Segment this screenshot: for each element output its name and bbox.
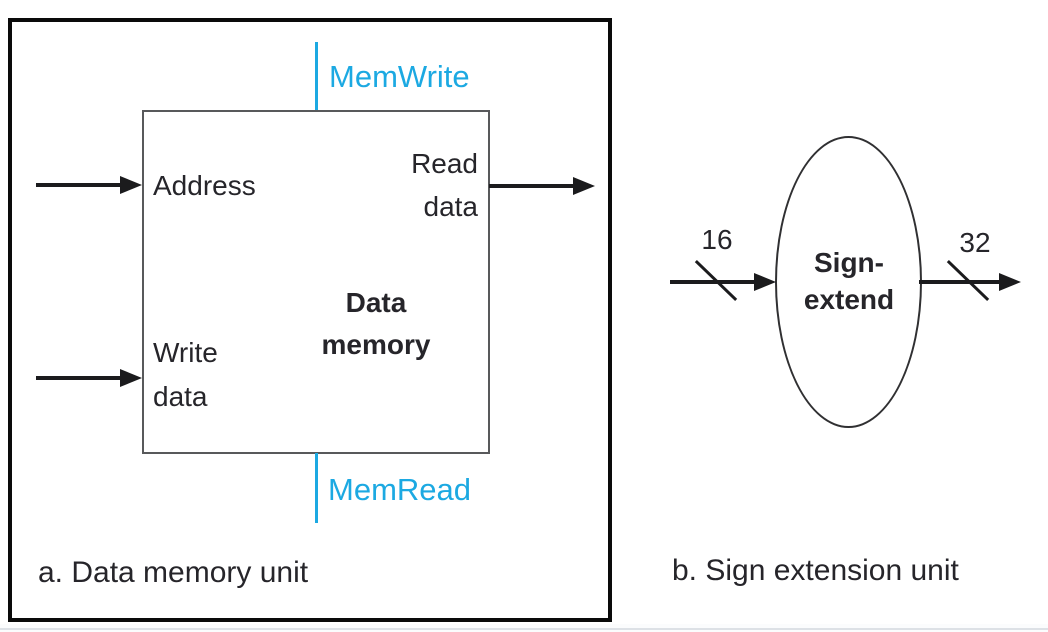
panel-b-caption: b. Sign extension unit <box>672 554 959 587</box>
sign-extend-ellipse <box>775 136 922 428</box>
arrow-shaft <box>919 280 1007 284</box>
panel-a-caption: a. Data memory unit <box>38 556 309 589</box>
arrow-shaft <box>489 184 581 188</box>
sign-extend-label-line2: extend <box>803 284 895 315</box>
write-data-input-arrow <box>36 369 142 387</box>
bottom-edge-divider <box>0 628 1048 630</box>
sign-extend-label-line1: Sign- <box>814 247 884 278</box>
data-memory-label-line2: memory <box>321 329 431 360</box>
sign-extend-label: Sign- extend <box>804 244 894 318</box>
write-data-port-label: Write data <box>153 331 218 419</box>
sign-extend-output-arrow <box>919 273 1021 291</box>
arrowhead-right-icon <box>120 176 142 194</box>
arrowhead-right-icon <box>754 273 776 291</box>
data-memory-block-label: Data memory <box>322 282 431 366</box>
read-data-label-line2: data <box>423 191 479 222</box>
memread-label: MemRead <box>328 472 471 507</box>
arrowhead-right-icon <box>120 369 142 387</box>
memwrite-control-line <box>315 42 318 110</box>
write-data-label-line1: Write <box>153 337 218 368</box>
read-data-output-arrow <box>489 177 595 195</box>
arrow-shaft <box>36 183 128 187</box>
read-data-label-line1: Read <box>411 148 478 179</box>
output-bus-width-label: 32 <box>959 227 991 258</box>
memwrite-label: MemWrite <box>329 59 470 94</box>
data-memory-label-line1: Data <box>345 287 407 318</box>
address-port-label: Address <box>153 170 256 201</box>
read-data-port-label: Read data <box>411 142 478 228</box>
data-memory-block <box>142 110 490 454</box>
arrowhead-right-icon <box>999 273 1021 291</box>
address-input-arrow <box>36 176 142 194</box>
arrow-shaft <box>36 376 128 380</box>
arrowhead-right-icon <box>573 177 595 195</box>
input-bus-width-label: 16 <box>701 224 733 255</box>
memread-control-line <box>315 453 318 523</box>
write-data-label-line2: data <box>153 381 208 412</box>
